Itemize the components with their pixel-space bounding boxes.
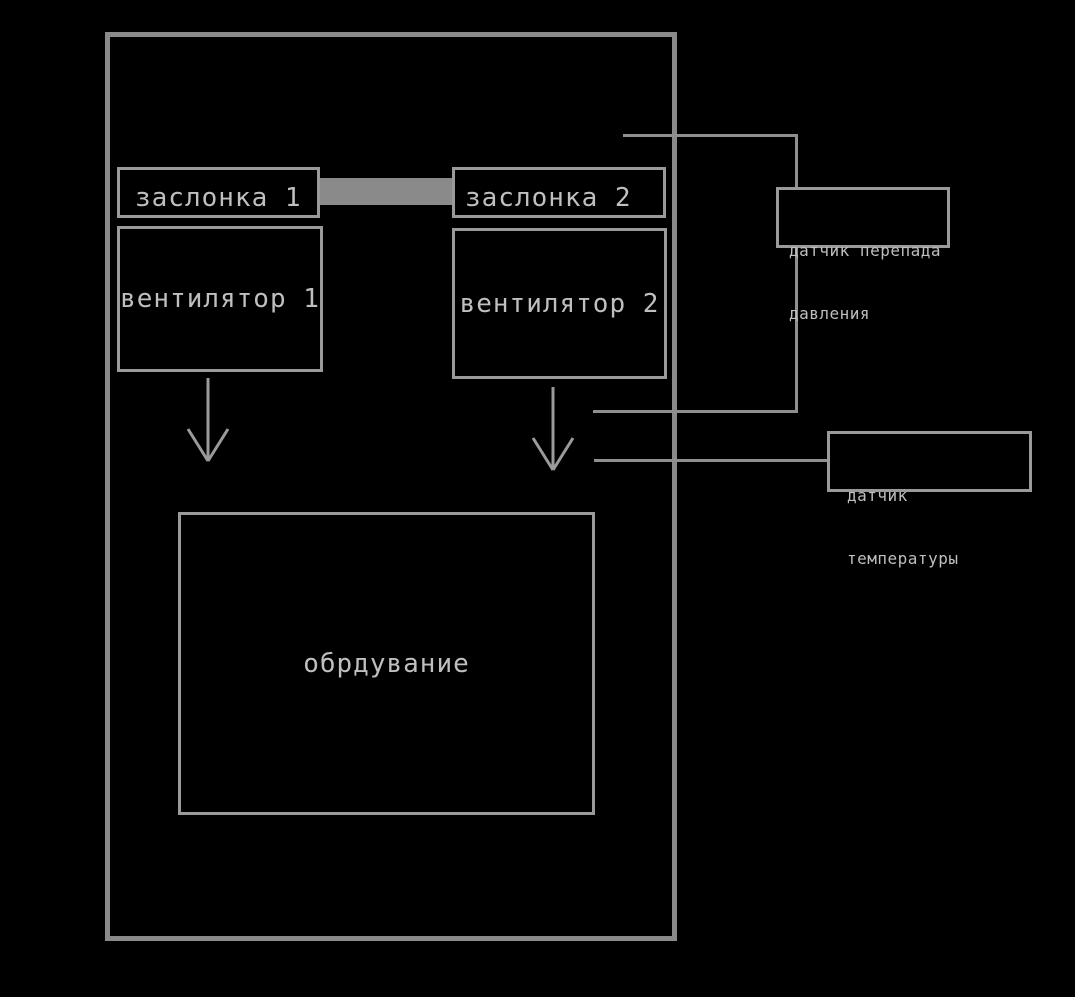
damper-1-label: заслонка 1 <box>135 183 302 213</box>
fan-2-box: вентилятор 2 <box>452 228 667 379</box>
fan-2-label: вентилятор 2 <box>459 288 660 319</box>
temperature-sensor-line <box>594 459 827 462</box>
pressure-sensor-line-vertical <box>795 134 798 413</box>
fan-1-label: вентилятор 1 <box>120 284 320 314</box>
temperature-sensor-label-line1: датчик <box>847 486 908 505</box>
pressure-sensor-box: датчик перепада давления <box>776 187 950 323</box>
pressure-sensor-line-bottom <box>593 410 798 413</box>
pressure-sensor-label-line2: давления <box>789 304 871 323</box>
equipment-label: обрдувание <box>303 648 470 679</box>
fan-1-box: вентилятор 1 <box>117 226 323 372</box>
pressure-sensor-line-top <box>623 134 798 137</box>
enclosure-outline <box>105 32 677 941</box>
pressure-sensor-label-line1: датчик перепада <box>789 241 941 260</box>
airflow-down-arrow-2-icon <box>531 387 575 471</box>
damper-1-box: заслонка 1 <box>117 167 320 218</box>
damper-2-label: заслонка 2 <box>465 183 632 213</box>
damper-2-box: заслонка 2 <box>452 167 666 218</box>
temperature-sensor-label-line2: температуры <box>847 549 959 568</box>
damper-connector-bar <box>320 178 452 205</box>
temperature-sensor-box: датчик температуры <box>827 431 1032 568</box>
equipment-box: обрдувание <box>178 512 595 815</box>
airflow-down-arrow-1-icon <box>186 378 230 462</box>
